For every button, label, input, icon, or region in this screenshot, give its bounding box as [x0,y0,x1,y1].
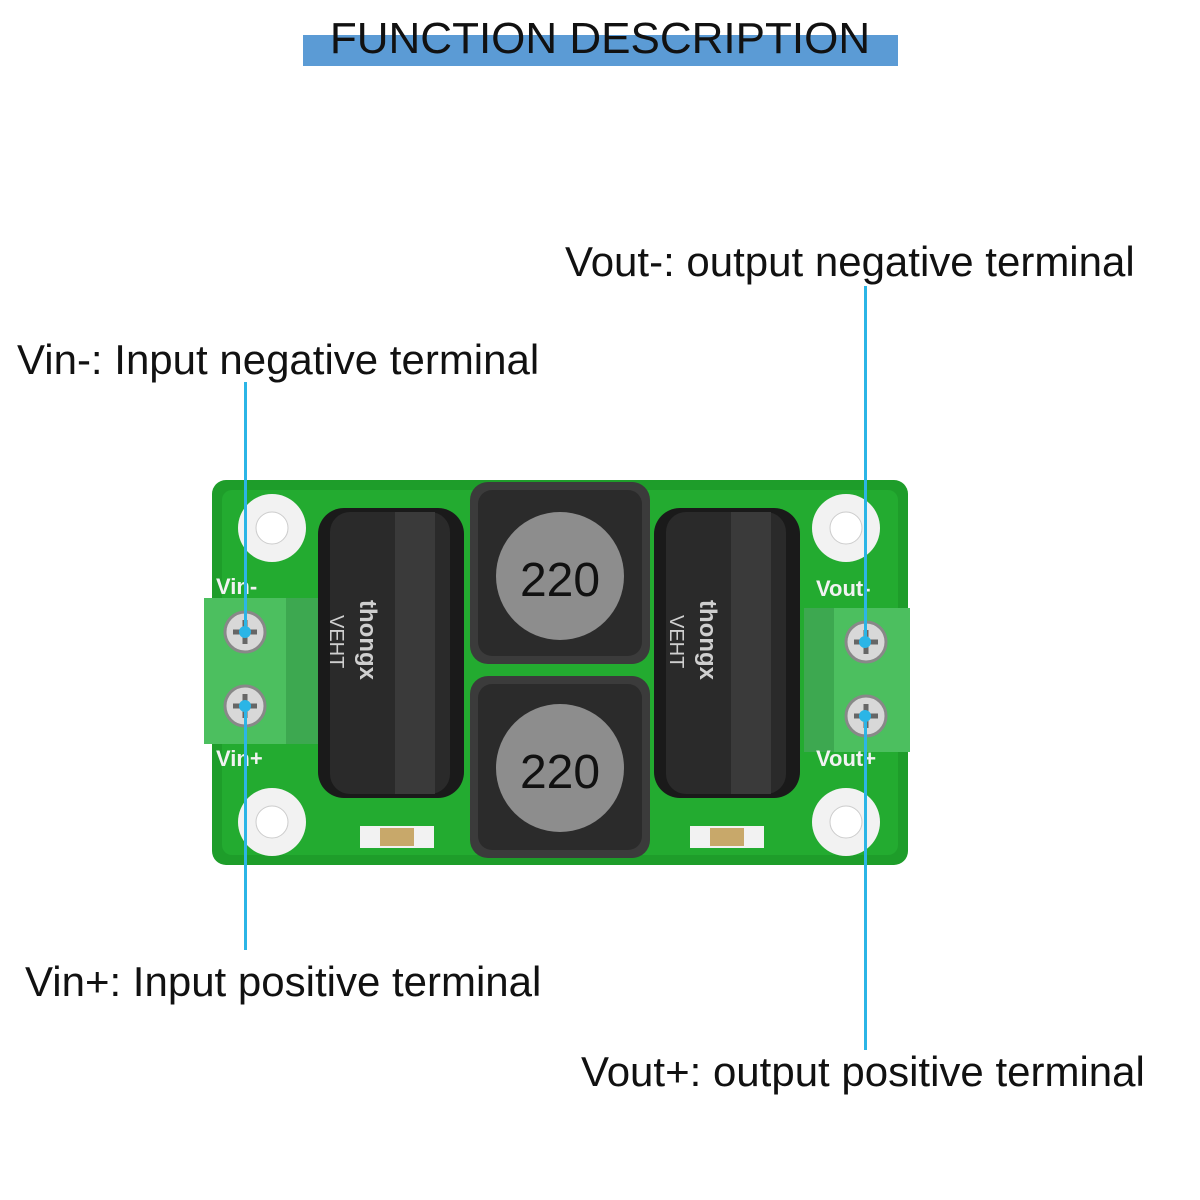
vin-neg-leader-line [244,382,247,632]
inductor-top-marking: 220 [520,554,600,607]
vout-pos-marker [859,710,871,722]
inductor-bottom-marking: 220 [520,746,600,799]
cap-series-label: VEHT [325,615,347,668]
vin-pos-marker [239,700,251,712]
mounting-hole [812,494,880,562]
vout-pos-leader-line [864,716,867,1050]
cap-brand-label: thongx [354,600,381,681]
silk-vout-pos: Vout+ [816,746,876,771]
vout-neg-label: Vout-: output negative terminal [565,238,1135,285]
silk-vin-neg: Vin- [216,574,257,599]
electrolytic-capacitor-right: thongx VEHT [654,508,800,798]
vin-pos-label: Vin+: Input positive terminal [25,958,542,1005]
vout-pos-label: Vout+: output positive terminal [581,1048,1145,1095]
mounting-hole [238,494,306,562]
cap-brand-label: thongx [694,600,721,681]
silk-vin-pos: Vin+ [216,746,263,771]
vout-neg-marker [859,636,871,648]
vout-neg-leader-line [864,286,867,642]
electrolytic-capacitor-left: thongx VEHT [318,508,464,798]
output-terminal-block [804,608,910,752]
mounting-hole [238,788,306,856]
silk-vout-neg: Vout- [816,576,871,601]
mounting-hole [812,788,880,856]
cap-series-label: VEHT [665,615,687,668]
smd-component-right [690,826,764,848]
vin-neg-marker [239,626,251,638]
input-terminal-block [204,598,320,744]
title-bar-background [303,35,898,66]
vin-neg-label: Vin-: Input negative terminal [17,336,540,383]
smd-component-left [360,826,434,848]
page-title: FUNCTION DESCRIPTION [329,14,871,63]
vin-pos-leader-line [244,706,247,950]
inductor-top: 220 [470,482,650,664]
inductor-bottom: 220 [470,676,650,858]
